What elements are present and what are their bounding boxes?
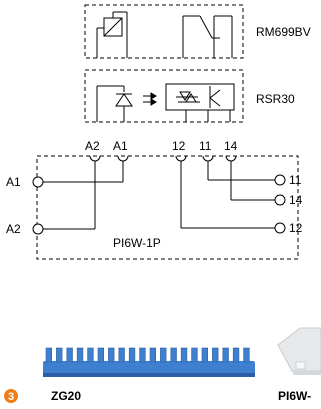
terminal-a2-circle xyxy=(32,223,44,235)
socket-terminals xyxy=(32,174,286,235)
bridge-bar-shade xyxy=(43,373,255,377)
relay-module-frame xyxy=(84,4,244,59)
bridge-tooth xyxy=(108,347,115,363)
cover-image xyxy=(277,327,321,375)
bridge-tooth xyxy=(76,347,84,363)
socket-top-pins xyxy=(89,155,237,162)
bridge-tooth xyxy=(118,347,125,363)
bridge-tooth xyxy=(45,347,52,363)
bridge-tooth xyxy=(66,347,73,363)
terminal-a1-label: A1 xyxy=(113,139,128,153)
relay-contact-icon xyxy=(182,15,233,58)
terminal-a1-circle xyxy=(32,176,44,188)
bridge-image xyxy=(43,347,255,377)
bridge-tooth xyxy=(56,347,63,363)
socket-12-label: 12 xyxy=(289,221,303,235)
socket-a1-label: A1 xyxy=(6,175,21,189)
ssr-input-diode-icon xyxy=(96,85,133,122)
terminal-a2-label: A2 xyxy=(85,139,100,153)
socket-14-label: 14 xyxy=(289,193,303,207)
terminal-12-label: 12 xyxy=(172,139,186,153)
terminal-14-label: 14 xyxy=(224,139,238,153)
bridge-tooth xyxy=(243,347,250,363)
ssr-module: RSR30 xyxy=(84,69,295,123)
ssr-output-triac-icon xyxy=(165,83,235,122)
cover-label: PI6W- xyxy=(278,389,311,403)
ssr-module-label: RSR30 xyxy=(256,92,295,106)
bridge-tooth xyxy=(139,347,146,363)
product-row: 3 ZG20 PI6W- xyxy=(4,327,321,403)
bridge-tooth xyxy=(232,347,240,363)
relay-coil-icon xyxy=(96,11,128,58)
bridge-tooth xyxy=(212,347,219,363)
terminal-11-circle xyxy=(274,174,286,186)
ssr-opto-arrows-icon xyxy=(143,92,157,106)
terminal-12-circle xyxy=(274,222,286,234)
bridge-tooth xyxy=(160,347,167,363)
terminal-11-label: 11 xyxy=(199,139,212,153)
bridge-tooth xyxy=(87,347,94,363)
socket-frame xyxy=(36,155,299,260)
relay-module: RM699BV xyxy=(84,4,311,59)
socket-11-label: 11 xyxy=(289,173,302,187)
socket-a2-label: A2 xyxy=(6,222,21,236)
terminal-labels: A2 A1 12 11 14 xyxy=(85,139,238,153)
bridge-tooth xyxy=(180,347,188,363)
bridge-tooth xyxy=(191,347,198,363)
bridge-tooth xyxy=(97,347,104,363)
bridge-tooth xyxy=(128,347,136,363)
ssr-module-frame xyxy=(84,69,244,123)
bridge-tooth xyxy=(149,347,156,363)
bridge-tooth xyxy=(201,347,208,363)
index-badge: 3 xyxy=(4,389,18,403)
socket-wiring xyxy=(43,161,275,230)
terminal-14-circle xyxy=(274,194,286,206)
index-badge-number: 3 xyxy=(8,391,14,403)
socket-label: PI6W-1P xyxy=(113,236,161,250)
bridge-tooth xyxy=(170,347,177,363)
bridge-label: ZG20 xyxy=(51,389,81,403)
index-badge-circle xyxy=(4,389,18,403)
bridge-tooth xyxy=(222,347,229,363)
socket-module: A1 A2 11 14 12 PI6W-1P xyxy=(6,155,303,260)
relay-module-label: RM699BV xyxy=(256,25,311,39)
